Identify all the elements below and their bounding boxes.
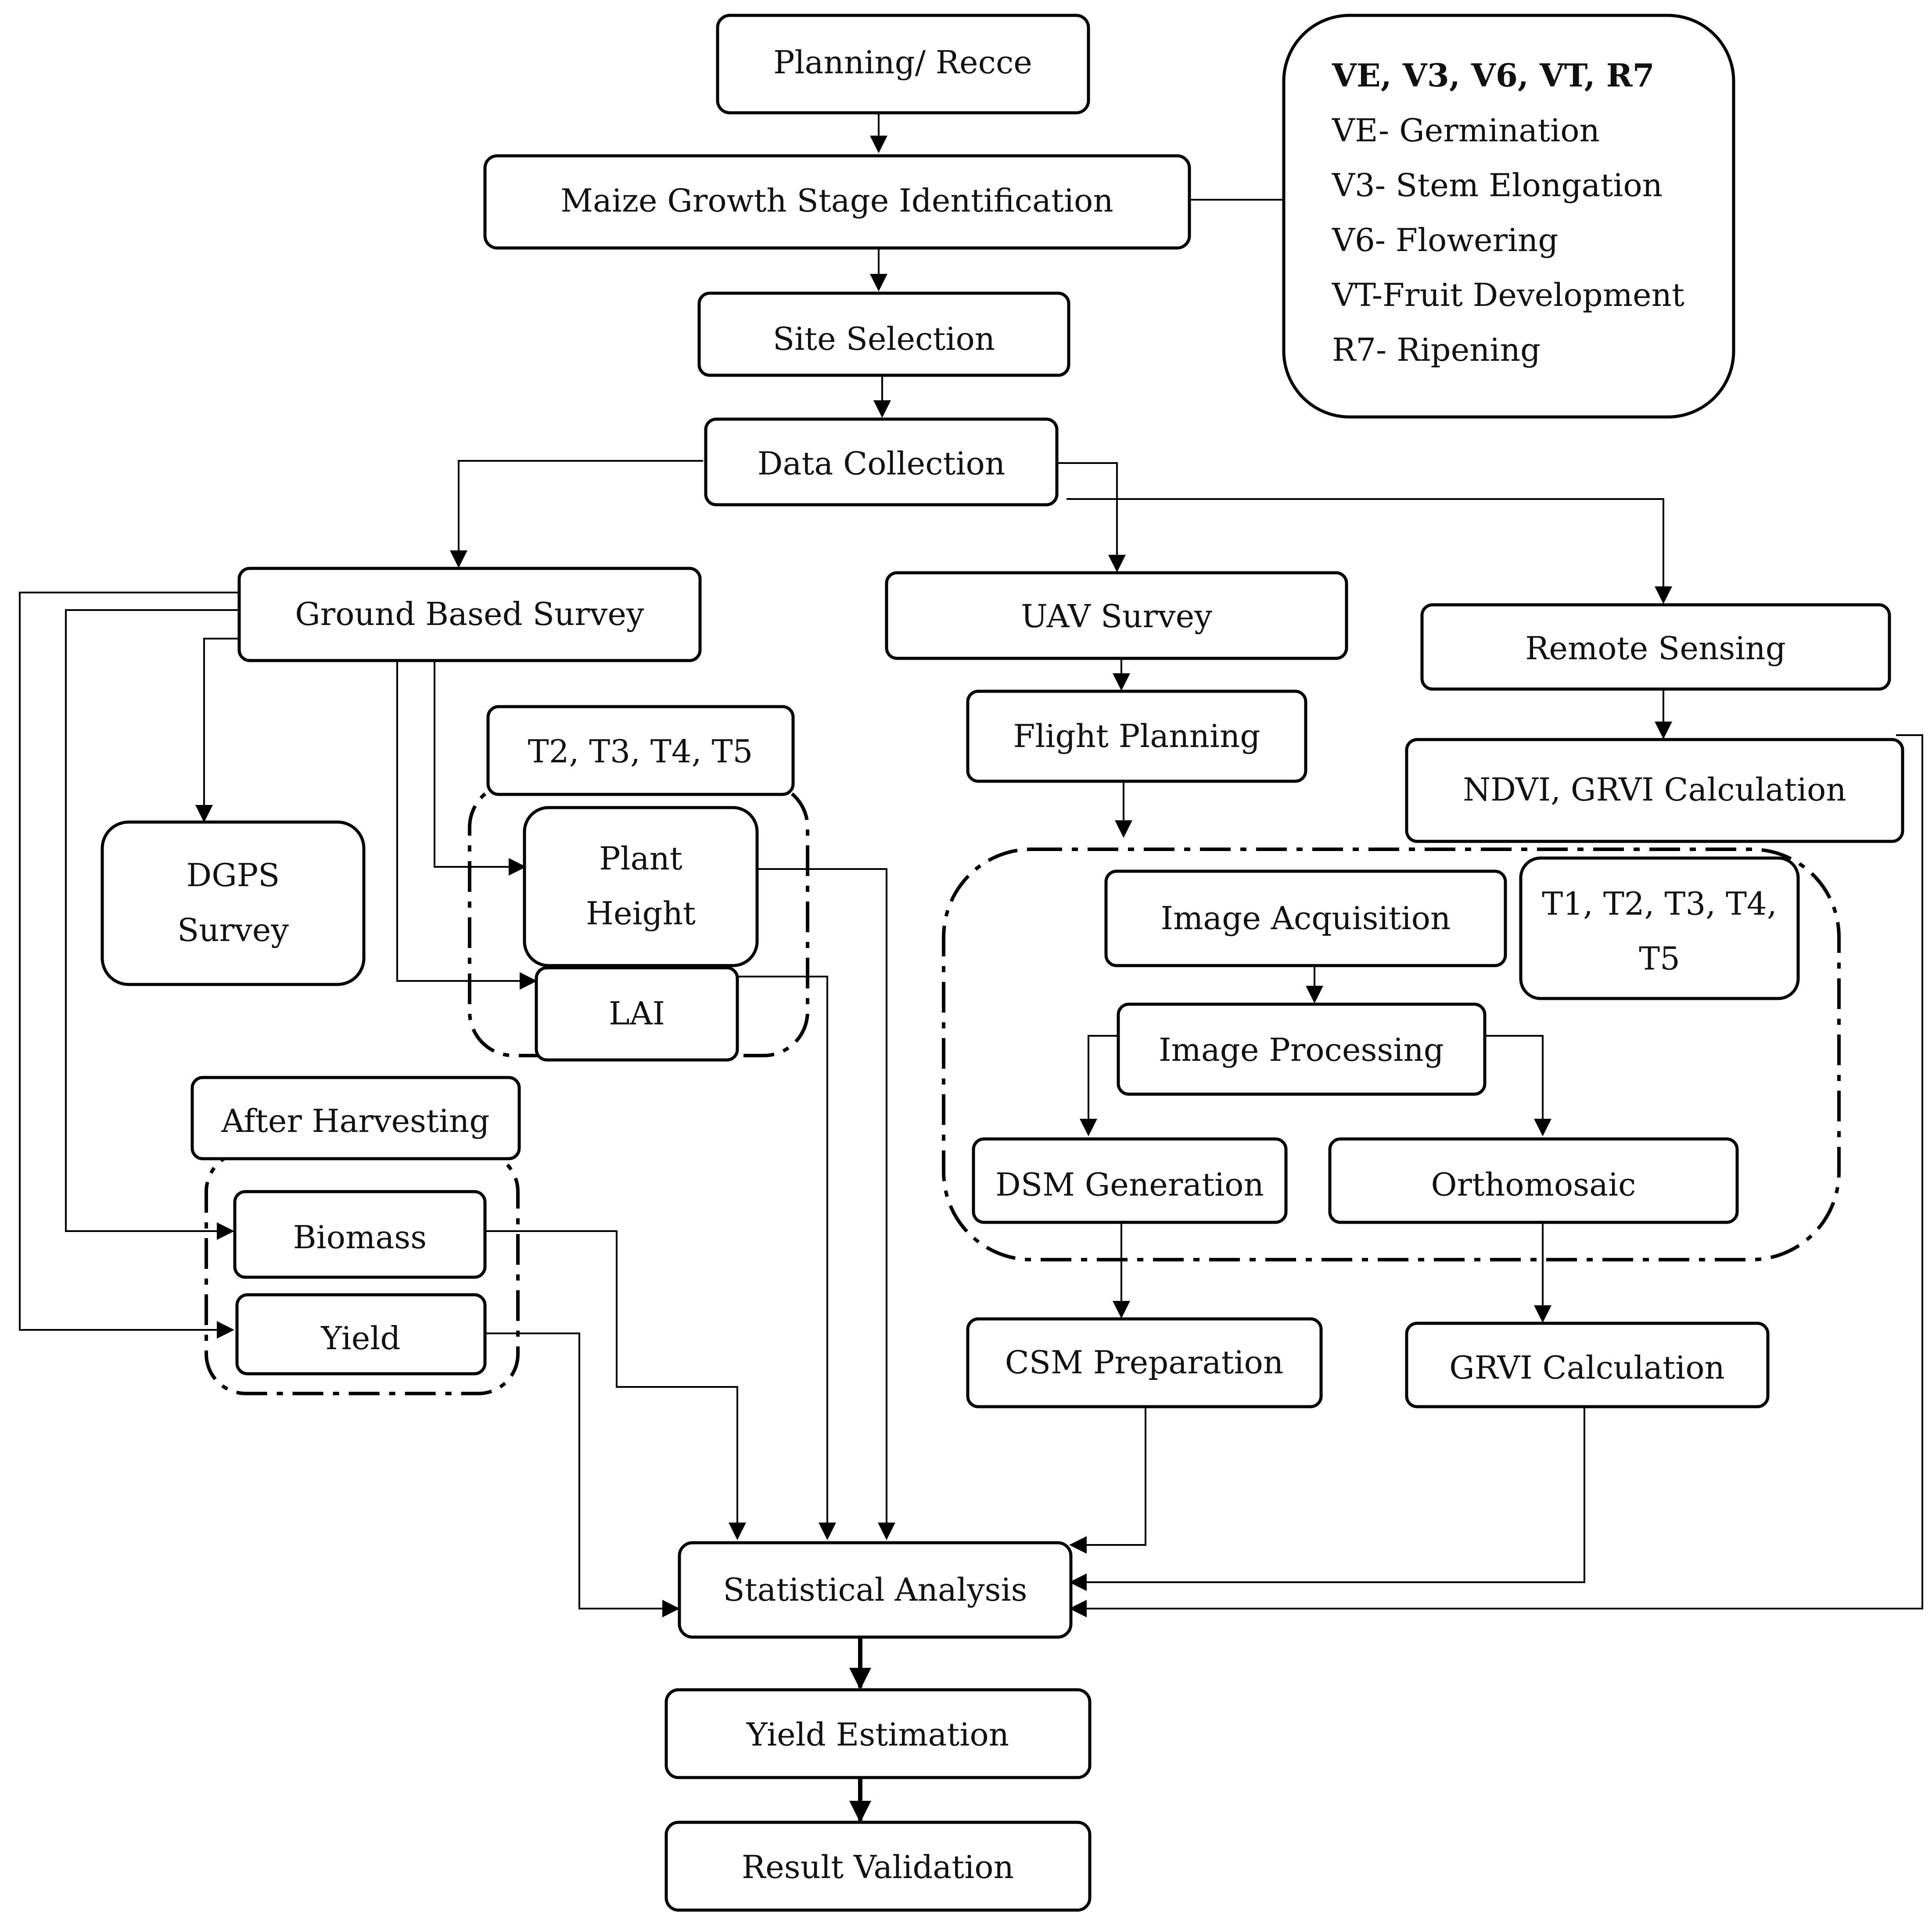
node-growth-stage: Maize Growth Stage Identification	[483, 154, 1191, 250]
node-result-validation-label: Result Validation	[742, 1849, 1014, 1886]
node-grvi-calculation: GRVI Calculation	[1405, 1322, 1770, 1408]
node-t1-t5-label-line2: T5	[1639, 940, 1680, 977]
node-lai: LAI	[535, 966, 739, 1062]
node-planning-label: Planning/ Recce	[773, 44, 1032, 81]
connectors	[19, 113, 1923, 1823]
node-after-harvesting-label: After Harvesting	[221, 1103, 489, 1139]
node-yield: Yield	[235, 1293, 487, 1376]
node-t1-t5-label-line1: T1, T2, T3, T4,	[1542, 885, 1777, 922]
node-image-processing: Image Processing	[1117, 1002, 1487, 1096]
growth-stage-item: R7- Ripening	[1332, 331, 1541, 368]
growth-stage-item: V3- Stem Elongation	[1332, 167, 1663, 204]
node-site-selection: Site Selection	[697, 291, 1070, 377]
node-lai-label: LAI	[609, 995, 665, 1032]
node-planning: Planning/ Recce	[716, 14, 1090, 115]
node-after-harvesting: After Harvesting	[190, 1076, 521, 1160]
node-csm-preparation-label: CSM Preparation	[1005, 1344, 1284, 1381]
node-site-selection-label: Site Selection	[773, 320, 995, 357]
node-t2-t5-label: T2, T3, T4, T5	[528, 733, 753, 770]
node-image-acquisition-label: Image Acquisition	[1161, 900, 1451, 937]
node-csm-preparation: CSM Preparation	[966, 1317, 1323, 1408]
node-uav-survey: UAV Survey	[885, 571, 1348, 660]
node-plant-height-label-line1: Plant	[599, 840, 682, 877]
node-ground-survey: Ground Based Survey	[237, 567, 702, 662]
node-yield-label: Yield	[320, 1320, 400, 1357]
node-plant-height-label-line2: Height	[586, 895, 696, 932]
node-biomass-label: Biomass	[293, 1219, 427, 1256]
growth-stages-title: VE, V3, V6, VT, R7	[1332, 57, 1655, 94]
growth-stage-item: VT-Fruit Development	[1332, 277, 1684, 313]
node-ndvi-grvi-label: NDVI, GRVI Calculation	[1463, 771, 1846, 808]
node-t1-t5: T1, T2, T3, T4, T5	[1519, 856, 1800, 1000]
node-biomass: Biomass	[233, 1190, 487, 1279]
node-flight-planning-label: Flight Planning	[1013, 718, 1260, 754]
node-dgps-label-line2: Survey	[177, 912, 289, 948]
node-plant-height: Plant Height	[523, 806, 759, 967]
node-remote-sensing-label: Remote Sensing	[1525, 630, 1786, 667]
node-dgps-label-line1: DGPS	[186, 857, 280, 894]
node-ground-survey-label: Ground Based Survey	[295, 596, 644, 632]
node-yield-estimation: Yield Estimation	[664, 1688, 1092, 1779]
node-grvi-calculation-label: GRVI Calculation	[1449, 1349, 1725, 1386]
node-ndvi-grvi: NDVI, GRVI Calculation	[1405, 738, 1904, 843]
uav-processing-group	[942, 848, 1841, 1261]
node-statistical-analysis-label: Statistical Analysis	[723, 1571, 1027, 1608]
node-dsm-generation-label: DSM Generation	[995, 1166, 1264, 1203]
node-uav-survey-label: UAV Survey	[1021, 598, 1212, 635]
node-dsm-generation: DSM Generation	[972, 1137, 1288, 1224]
node-flight-planning: Flight Planning	[966, 690, 1307, 783]
node-result-validation: Result Validation	[664, 1821, 1092, 1912]
growth-stage-item: V6- Flowering	[1332, 222, 1559, 259]
node-t2-t5: T2, T3, T4, T5	[486, 705, 795, 796]
node-yield-estimation-label: Yield Estimation	[746, 1716, 1009, 1753]
node-orthomosaic-label: Orthomosaic	[1431, 1166, 1636, 1203]
growth-stages-legend: VE, V3, V6, VT, R7 VE- Germination V3- S…	[1282, 14, 1735, 419]
node-orthomosaic: Orthomosaic	[1328, 1137, 1739, 1224]
node-data-collection-label: Data Collection	[758, 445, 1006, 482]
node-image-processing-label: Image Processing	[1159, 1031, 1444, 1068]
node-image-acquisition: Image Acquisition	[1104, 869, 1507, 967]
node-data-collection: Data Collection	[704, 417, 1059, 506]
node-dgps-survey: DGPS Survey	[101, 820, 366, 986]
node-growth-stage-label: Maize Growth Stage Identification	[560, 182, 1113, 219]
node-statistical-analysis: Statistical Analysis	[678, 1541, 1073, 1639]
growth-stage-item: VE- Germination	[1332, 112, 1600, 149]
node-remote-sensing: Remote Sensing	[1420, 603, 1891, 691]
